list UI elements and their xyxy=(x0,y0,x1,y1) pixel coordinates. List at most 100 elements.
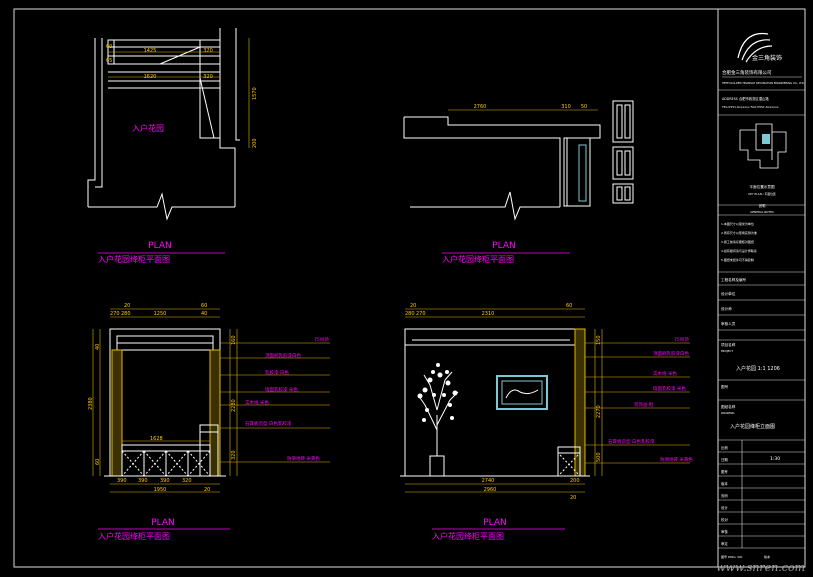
footer-left: 图号 DWG. NO. xyxy=(721,554,743,559)
elev-2-dim-right-3: 500 xyxy=(596,452,602,462)
plan-1-right-wall-outer xyxy=(235,28,240,141)
plan-2-door-panel-2 xyxy=(612,146,634,180)
table-row-8-label: 审定 xyxy=(721,541,728,546)
plan-1-diagonal-1 xyxy=(159,46,201,65)
elev-2-picture-content xyxy=(505,389,539,399)
plan-2-plan-label: PLAN xyxy=(492,241,516,251)
elev-1-title: 入户花园绛柜平面图 xyxy=(98,531,170,541)
plan-1-texts: 1425 320 1620 320 60 65 1570 200 xyxy=(106,44,258,148)
plan-2-dim-2760: 2760 xyxy=(474,104,487,110)
table-row-1-label: 日期 xyxy=(721,457,728,462)
elev-1-annotations: 75吊顶 顶面刷乳胶漆白色 乳胶漆 白色 墙面乳胶漆 米色 实木线 米色 石膏板… xyxy=(245,337,329,462)
table-row-7-label: 审核 xyxy=(721,529,728,534)
note-2: 3.施工前请仔细核对图纸 xyxy=(721,239,754,244)
plan-1-dim-200: 200 xyxy=(252,138,258,148)
elev-1-dim-top-0: 20 xyxy=(124,303,130,309)
elev-1-dim-bot-3: 320 xyxy=(182,478,192,484)
plan-1-bottom-wall xyxy=(88,192,235,221)
elevation-2 xyxy=(400,328,590,477)
plan-2-door-panel-1 xyxy=(612,100,634,143)
plan-2-cabinet xyxy=(563,137,591,207)
table-row-4-label: 页码 xyxy=(721,493,728,498)
elev-1-dim-right-0: 2280 xyxy=(231,399,237,412)
elev-2-dim-bot-2: 2960 xyxy=(484,487,497,493)
company-en: HEFEI GOLDEN TRIANGLE DECORATION ENGINEE… xyxy=(722,81,805,85)
elev-2-dim-top-3: 2310 xyxy=(482,311,495,317)
plan-2-dim-50: 50 xyxy=(581,104,587,110)
elev-2-note-2: 实木线 米色 xyxy=(653,370,677,377)
elev-1-note-5: 石膏板造型 白色乳胶漆 xyxy=(245,420,292,427)
plan-1-right-wall xyxy=(219,28,236,207)
elev-1-dim-left-0: 2380 xyxy=(88,397,94,410)
elev-1-note-3: 墙面乳胶漆 米色 xyxy=(265,386,298,393)
elev-2-dim-top-6: 60 xyxy=(566,303,572,309)
elev-1-dim-top-4: 1250 xyxy=(154,311,167,317)
plan-2-texts: 2760 310 50 xyxy=(474,104,588,110)
elev-2-dim-top-1: 280 xyxy=(405,311,415,317)
elev-1-plan-label: PLAN xyxy=(151,518,175,528)
field-row-1: 设计师 xyxy=(721,306,732,311)
elev-2-note-0: 75吊顶 xyxy=(674,337,689,343)
elev-1-dim-top-5: 60 xyxy=(201,303,207,309)
plan-1-dim-320a: 320 xyxy=(203,48,213,54)
elev-2-dims xyxy=(405,308,603,493)
elev-1-leaders xyxy=(220,342,330,463)
note-4: 5.图纸未经许可不得复制 xyxy=(721,257,754,262)
elev-1-note-2: 乳胶漆 白色 xyxy=(265,369,289,376)
elev-1-dim-top-2: 270 xyxy=(110,311,120,317)
table-row-5-label: 设计 xyxy=(721,505,728,510)
elev-2-plant xyxy=(417,371,459,456)
plan-2-caption: PLAN 入户花园绛柜平面图 xyxy=(442,241,570,264)
elev-2-leaders xyxy=(585,342,690,464)
project-name-en: PROJECT xyxy=(721,349,733,353)
elev-1-dim-bot-1: 390 xyxy=(138,478,148,484)
table-row-3-label: 版本 xyxy=(721,481,728,486)
plan-1-dim-1570: 1570 xyxy=(252,87,258,100)
plan-1-title: 入户花园绛柜平面图 xyxy=(98,254,170,264)
plan-1-caption: PLAN 入户花园绛柜平面图 xyxy=(98,241,225,264)
elev-2-note-4: 装饰画 框 xyxy=(634,401,654,408)
titleblock-texts: 金三角装饰 合肥金三角装饰有限公司 HEFEI GOLDEN TRIANGLE … xyxy=(721,54,805,559)
company-line: 合肥金三角装饰有限公司 xyxy=(722,69,772,76)
footer-right: 版本 xyxy=(764,554,770,559)
plan-1-left-wall-inner xyxy=(95,38,103,188)
elev-1-dim-left-1: 40 xyxy=(95,344,101,350)
plan-1-dim-65: 65 xyxy=(106,58,112,64)
project-name: 入户花园 1:1 1206 xyxy=(736,365,780,372)
project-name-label: 项目名称 xyxy=(721,342,736,347)
elev-2-dim-texts: 20 60 280 270 2310 2740 200 2960 20 150 … xyxy=(405,303,602,501)
key-plan-caption: 平面位置示意图 xyxy=(749,184,775,189)
plan-2 xyxy=(403,100,634,221)
plan-2-title: 入户花园绛柜平面图 xyxy=(442,254,514,264)
elev-2-caption: PLAN 入户花园绛柜平面图 xyxy=(432,518,565,541)
elev-1-dim-texts: 20 60 270 280 1250 40 390 390 390 320 19… xyxy=(88,303,237,493)
elevation-1 xyxy=(104,328,226,477)
note-0: 1.本图尺寸以毫米为单位 xyxy=(721,221,754,226)
elev-2-dim-right-0: 150 xyxy=(596,335,602,345)
elev-2-title: 入户花园绛柜平面图 xyxy=(432,531,504,541)
elev-1-bench-top xyxy=(121,444,211,452)
drawing-no-label: 图号 xyxy=(721,384,729,389)
company-logo-icon xyxy=(737,32,773,63)
elev-2-note-6: 防滑地砖 米黄色 xyxy=(660,456,693,463)
plan-1-dim-1425: 1425 xyxy=(144,48,157,54)
field-row-2: 审核人员 xyxy=(721,321,736,326)
table-row-6-label: 校对 xyxy=(721,517,728,522)
table-row-0-label: 比例 xyxy=(721,445,728,450)
elev-1-dim-left-2: 60 xyxy=(95,459,101,465)
plan-1-dim-60: 60 xyxy=(106,44,112,50)
project-label: 工程名称及编号 xyxy=(721,277,747,282)
plan-1-dim-1620: 1620 xyxy=(144,74,157,80)
plan-2-cabinet-inner xyxy=(578,144,587,202)
elev-1-note-1: 顶面刷乳胶漆白色 xyxy=(265,352,301,359)
elev-1-dim-bot-0: 390 xyxy=(117,478,127,484)
elev-1-inner-dim: 1628 xyxy=(150,436,163,442)
company-name: 金三角装饰 xyxy=(752,54,782,62)
key-plan-sub: KEY PLAN / 平面位置 xyxy=(748,192,776,196)
plan-2-bottom-wall xyxy=(410,191,560,221)
elev-2-note-1: 顶面刷乳胶漆白色 xyxy=(653,350,689,357)
elev-2-dim-bot-1: 200 xyxy=(570,478,580,484)
elev-2-note-3: 墙面乳胶漆 米色 xyxy=(653,385,686,392)
table-row-0-value: 1:30 xyxy=(770,456,780,462)
